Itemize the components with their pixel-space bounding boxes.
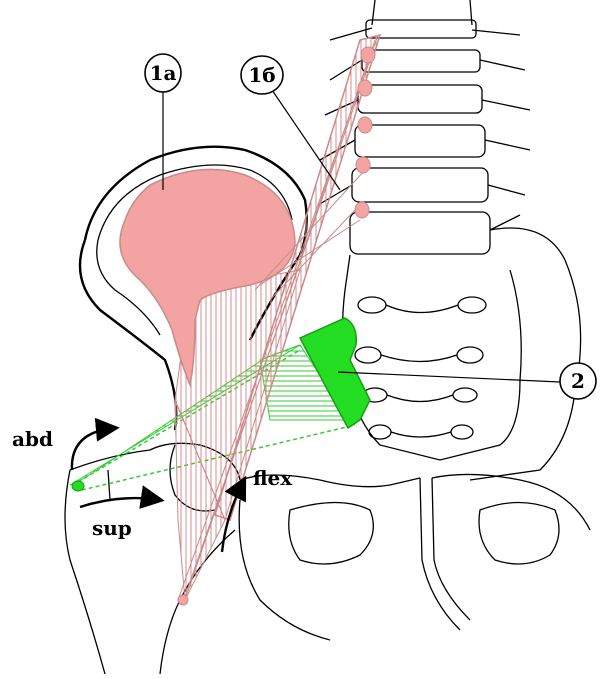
label-1b-text: 1б [248, 63, 275, 87]
abd-label: abd [12, 427, 53, 451]
abd-arrow: abd [12, 427, 115, 470]
sup-label: sup [92, 516, 132, 540]
label-2-text: 2 [571, 369, 585, 393]
label-2: 2 [338, 363, 596, 399]
sacrum [343, 255, 522, 460]
flex-label: flex [253, 466, 293, 490]
pubis [239, 474, 590, 640]
right-ilium [470, 228, 581, 480]
label-1a-text: 1а [150, 61, 177, 85]
label-1a: 1а [145, 54, 181, 190]
sup-arrow: sup [80, 498, 160, 540]
